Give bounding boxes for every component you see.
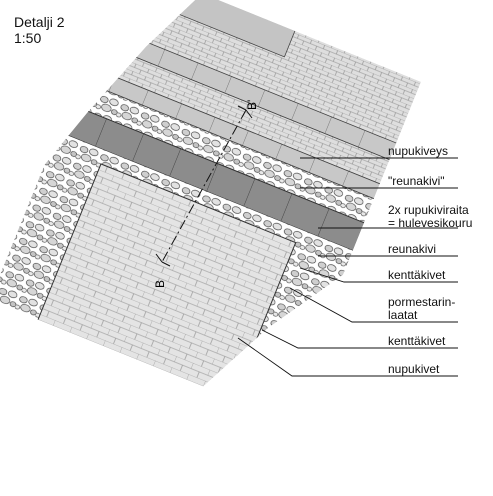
label-nupukivet: nupukivet bbox=[388, 362, 440, 376]
section-line-b bbox=[155, 105, 253, 267]
section-mark-top: B' bbox=[245, 100, 259, 110]
label-kenttakivet-lower: kenttäkivet bbox=[388, 334, 446, 348]
raised-stone-block bbox=[144, 0, 305, 58]
label-nupukiveys: nupukiveys bbox=[388, 144, 449, 158]
label-reunakivi: reunakivi bbox=[388, 242, 437, 256]
label-reunakivi-quoted: "reunakivi" bbox=[388, 174, 445, 188]
label-kenttakivet-upper: kenttäkivet bbox=[388, 268, 446, 282]
drawing-scale: 1:50 bbox=[14, 30, 42, 46]
drawing-title: Detalji 2 bbox=[14, 14, 65, 30]
label-pormestarinlaatat: pormestarin- laatat bbox=[388, 295, 456, 322]
paving-layers bbox=[0, 0, 422, 420]
leader-lines bbox=[237, 157, 458, 377]
drawing-title-block: Detalji 2 1:50 bbox=[14, 14, 65, 46]
label-rupukiviraita: 2x rupukiviraita = hulevesikouru bbox=[388, 203, 473, 230]
section-mark-bottom: B bbox=[153, 280, 167, 288]
